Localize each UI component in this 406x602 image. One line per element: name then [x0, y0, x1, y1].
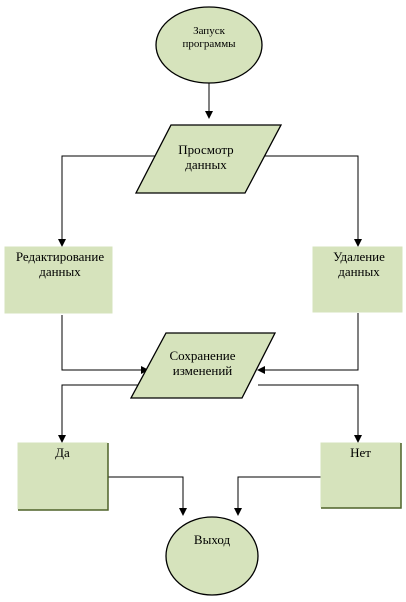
delete-label: Удаление данных [333, 249, 385, 279]
save-label: Сохранение изменений [169, 348, 236, 378]
delete-node [312, 246, 403, 313]
connectors [58, 82, 362, 516]
arrow-save-to-yes [58, 384, 148, 443]
start-node [155, 6, 263, 84]
edit-node [4, 246, 113, 314]
view-node [134, 124, 283, 194]
start-label: Запуск программы [182, 25, 236, 50]
save-node [129, 332, 277, 399]
arrow-view-to-edit [58, 155, 160, 247]
arrow-save-to-no [258, 384, 362, 443]
exit-label: Выход [193, 532, 231, 547]
arrow-delete-to-save [257, 313, 359, 374]
no-node [320, 442, 401, 508]
yes-label: Да [55, 445, 70, 460]
view-label: Просмотр данных [178, 142, 234, 172]
arrow-no-to-exit [234, 476, 322, 516]
arrow-view-to-delete [262, 155, 362, 247]
arrow-yes-to-exit [108, 476, 187, 516]
exit-node [165, 516, 259, 596]
arrow-edit-to-save [61, 315, 149, 374]
no-label: Нет [350, 445, 371, 460]
yes-node [17, 442, 108, 510]
edit-label: Редактирование данных [15, 249, 105, 279]
yes-node-edge [18, 443, 109, 511]
no-node-edge [321, 443, 402, 509]
